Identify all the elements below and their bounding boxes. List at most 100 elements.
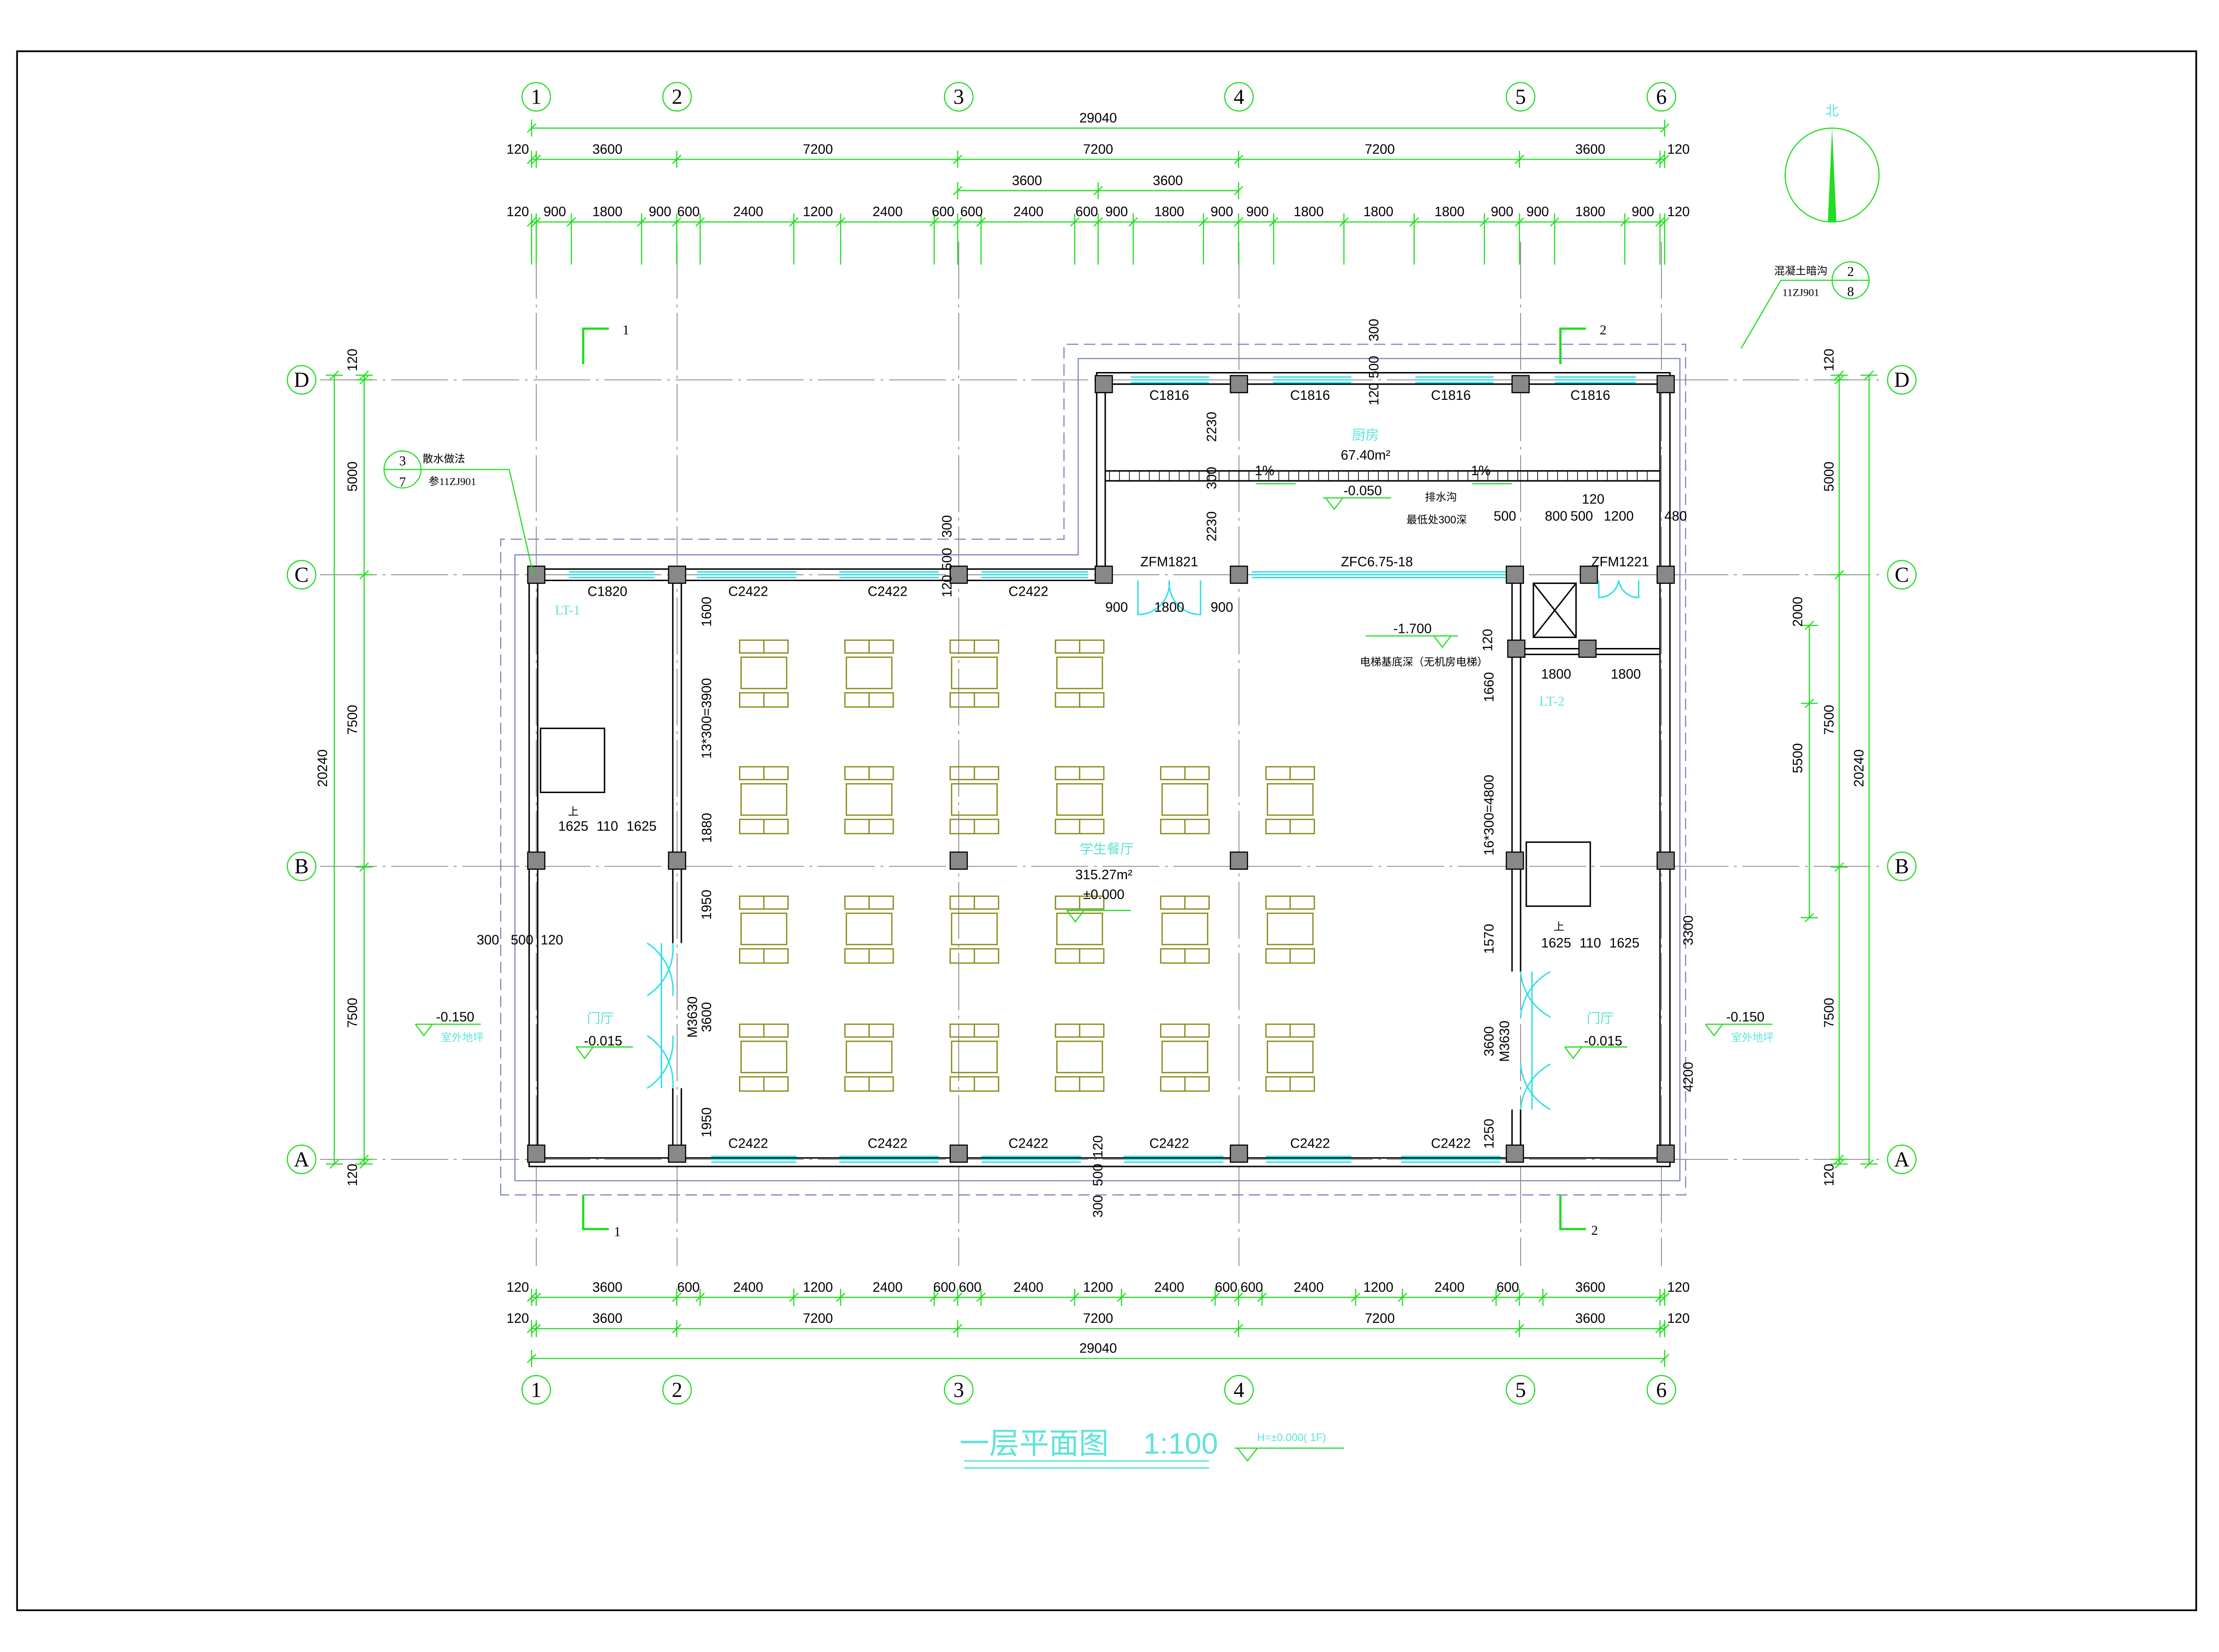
room-area: 315.27m²	[1075, 867, 1132, 883]
window-label: C2422	[1009, 584, 1049, 599]
dimension-label: 3600	[1575, 142, 1605, 157]
apron-detail-callout	[383, 450, 534, 575]
column	[1578, 640, 1597, 658]
dimension-label: 3600	[592, 142, 623, 157]
axis-label: A	[294, 1148, 309, 1171]
dimension-label: 900	[543, 204, 566, 219]
apron-outline	[500, 343, 1686, 1196]
column	[668, 851, 687, 870]
dimension-label: 29040	[1079, 1341, 1117, 1356]
column	[1656, 851, 1675, 870]
column	[1230, 851, 1248, 870]
dining-table	[1054, 766, 1105, 834]
window-label: ZFC6.75-18	[1341, 554, 1413, 569]
drain-channel	[1109, 470, 1648, 481]
axis-bubble-3	[944, 1375, 974, 1405]
axis-bubble-6	[1646, 1375, 1676, 1405]
dimension-label: 120	[1822, 348, 1837, 371]
dimension-label: 1625	[558, 819, 588, 834]
dimension-label: 1800	[1363, 204, 1393, 219]
window-label: C2422	[868, 1136, 908, 1151]
dimension-label: 900	[1246, 204, 1269, 219]
building-outline	[514, 358, 1681, 1182]
dimension-label: 7200	[1365, 142, 1395, 157]
drawing-scale: 1:100	[1143, 1427, 1218, 1460]
slope-label: 1%	[1471, 463, 1490, 478]
level-value: -0.150	[1726, 1010, 1764, 1025]
column	[668, 1144, 687, 1163]
axis-bubble-1	[521, 82, 551, 112]
dimension-label: 120	[507, 1311, 529, 1326]
dimension-label: 120	[507, 1280, 529, 1295]
dimension-label: 600	[1240, 1280, 1263, 1295]
dimension-label: 13*300=3900	[699, 678, 714, 759]
dimension-label: 2400	[1294, 1280, 1324, 1295]
column	[1094, 375, 1113, 394]
drawing-title: 一层平面图	[959, 1427, 1109, 1460]
dimension-label: 500	[1091, 1164, 1106, 1186]
dimension-label: 1800	[1575, 204, 1605, 219]
dimension-label: 120	[541, 933, 563, 948]
axis-bubble-B	[286, 851, 316, 882]
axis-label: 5	[1515, 1378, 1526, 1401]
dimension-label: 1800	[592, 204, 623, 219]
dimension-label: 7500	[1822, 705, 1837, 735]
note: 散水做法	[422, 453, 465, 465]
dimension-label: 3600	[699, 1002, 714, 1032]
column	[1506, 1144, 1524, 1163]
dimension-label: 2400	[733, 1280, 763, 1295]
column	[1506, 851, 1524, 870]
dining-table	[949, 1023, 999, 1092]
axis-label: 4	[1234, 85, 1245, 109]
level-value: -0.015	[1584, 1034, 1622, 1049]
window-label: C1816	[1150, 388, 1190, 403]
dimension-label: 120	[1667, 204, 1690, 219]
dimension-label: 3600	[1482, 1026, 1497, 1056]
door-label: M3630	[1498, 1020, 1513, 1062]
dining-table	[739, 895, 789, 964]
slope-label: 1%	[1255, 463, 1274, 478]
level-value: -0.150	[436, 1010, 474, 1025]
dining-table	[1054, 895, 1105, 964]
dimension-label: 1200	[1083, 1280, 1113, 1295]
dimension-label: 1800	[1541, 667, 1571, 682]
door-label: ZFM1221	[1591, 554, 1649, 569]
dining-table	[949, 766, 999, 834]
dimension-label: 500	[511, 933, 534, 948]
column	[1230, 375, 1248, 394]
dimension-label: 7200	[803, 142, 833, 157]
dimension-label: 1880	[699, 813, 714, 843]
north-label: 北	[1825, 104, 1839, 119]
dimension-label: 900	[1211, 204, 1233, 219]
axis-bubble-C	[1887, 560, 1917, 590]
level-markers	[415, 483, 1773, 1462]
room-name: 学生餐厅	[1080, 842, 1134, 857]
dimension-label: 500	[1367, 356, 1382, 378]
dimension-label: 600	[1497, 1280, 1519, 1295]
axis-label: 1	[531, 1378, 542, 1401]
dimension-label: 120	[1367, 383, 1382, 405]
axis-label: 3	[953, 1378, 964, 1401]
detail-number: 3	[399, 453, 406, 469]
room-name: 厨房	[1352, 428, 1379, 443]
dimension-label: 3600	[1575, 1280, 1605, 1295]
axis-bubble-4	[1224, 82, 1254, 112]
level-note: H=±0.000( 1F)	[1257, 1431, 1326, 1443]
dimension-label: 2400	[1013, 1280, 1044, 1295]
room-area: 67.40m²	[1341, 448, 1390, 463]
room-name: 门厅	[587, 1011, 614, 1026]
dimension-label: 3600	[1012, 173, 1042, 188]
axis-bubble-C	[286, 560, 316, 590]
dining-table	[844, 1023, 894, 1092]
stair-up-label: 上	[1554, 921, 1564, 933]
dimension-label: 2230	[1205, 511, 1220, 542]
column	[1656, 375, 1675, 394]
section-label: 1	[623, 323, 629, 338]
dimension-label: 1800	[1434, 204, 1465, 219]
dimension-label: 1625	[626, 819, 656, 834]
window-label: C1820	[587, 584, 627, 599]
dimension-label: 1250	[1482, 1119, 1497, 1149]
dimension-label: 7200	[1083, 142, 1113, 157]
dimension-lines	[286, 82, 1917, 1405]
column	[527, 1144, 546, 1163]
